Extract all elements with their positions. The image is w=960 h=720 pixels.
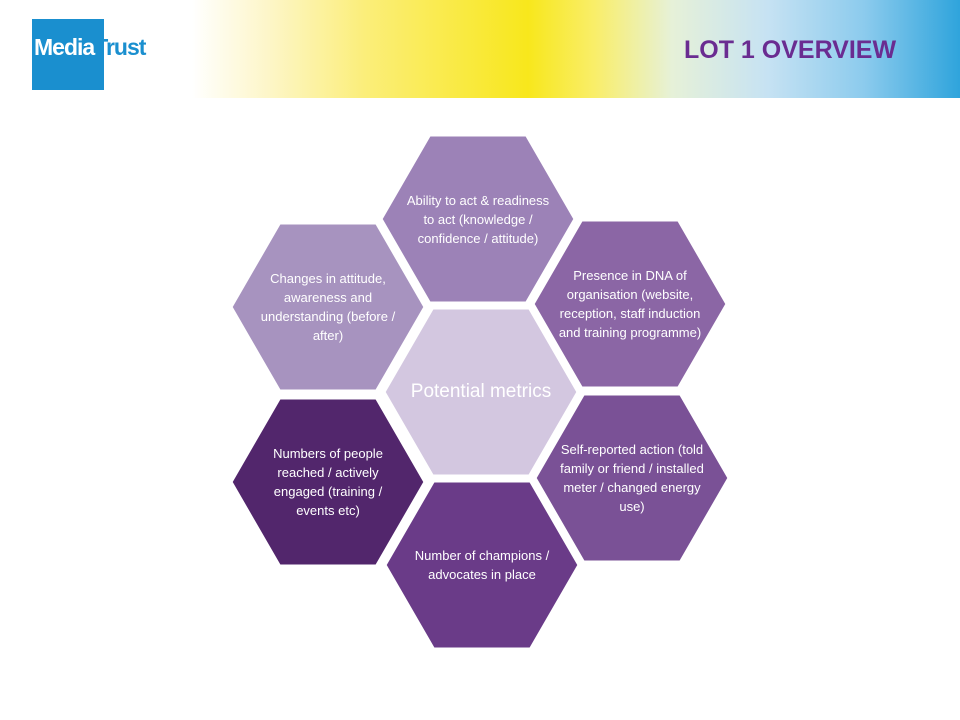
hex-text-bottom: Number of champions / advocates in place [414,548,550,582]
header-band [0,0,960,98]
hex-text-top: Ability to act & readiness to act (knowl… [406,192,550,246]
hex-upper-right [531,218,729,390]
hex-text-lower-left: Numbers of people reached / actively eng… [273,446,383,518]
hex-label-upper-left: Changes in attitude, awareness and under… [248,247,408,367]
hex-text-center: Potential metrics [410,381,552,402]
hex-label-lower-right: Self-reported action (told family or fri… [557,418,707,538]
logo-text-trust: Trust [94,34,146,60]
hex-lower-left [229,396,427,568]
hex-label-bottom: Number of champions / advocates in place [412,515,552,615]
hex-text-upper-right: Presence in DNA of organisation (website… [558,268,702,340]
hex-text-upper-left: Changes in attitude, awareness and under… [260,271,396,343]
hex-center [382,306,580,478]
hex-upper-left [229,221,427,393]
hex-top [379,133,577,305]
hex-text-lower-right: Self-reported action (told family or fri… [560,442,704,514]
media-trust-logo [32,19,104,90]
page-title: LOT 1 OVERVIEW [684,36,897,64]
hex-lower-right [533,392,731,564]
hex-label-upper-right: Presence in DNA of organisation (website… [555,244,705,364]
hex-label-center: Potential metrics [406,362,556,422]
hex-bottom [383,479,581,651]
logo-text-media: Media [34,34,95,60]
logo-text: MediaTrust [34,34,146,60]
hex-label-lower-left: Numbers of people reached / actively eng… [256,422,401,542]
hex-label-top: Ability to act & readiness to act (knowl… [403,159,553,279]
